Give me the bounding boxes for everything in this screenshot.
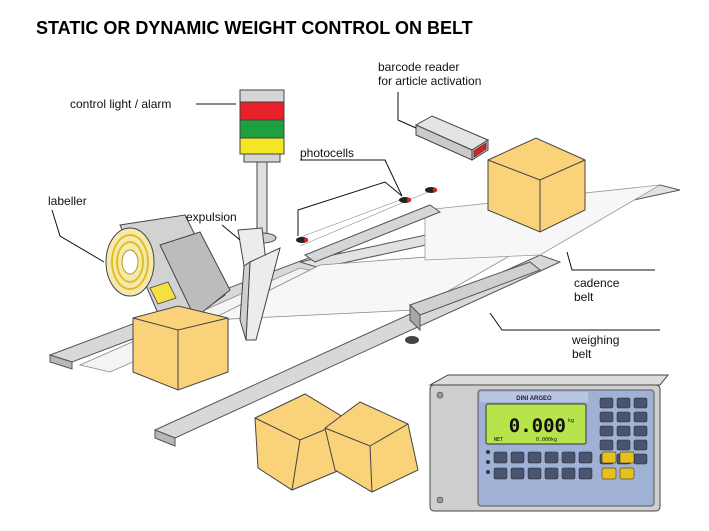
keypad-key[interactable] [578, 467, 593, 480]
lcd-net-label: NET [494, 437, 503, 443]
keypad-key[interactable] [616, 397, 631, 409]
label-cadence-line1: cadence [574, 276, 620, 290]
keypad-key[interactable] [527, 451, 542, 464]
keypad-key[interactable] [527, 467, 542, 480]
status-led [486, 450, 490, 454]
lamp-red [239, 101, 285, 121]
keypad-key[interactable] [616, 411, 631, 423]
keypad-key[interactable] [633, 425, 648, 437]
indicator-keypad [486, 397, 648, 480]
keypad-key[interactable] [561, 467, 576, 480]
leader-lines [51, 92, 660, 331]
status-led [486, 460, 490, 464]
keypad-key[interactable] [599, 397, 614, 409]
keypad-key[interactable] [633, 411, 648, 423]
keypad-key[interactable] [633, 439, 648, 451]
weight-indicator: DINI ARGEO 0.000 kg NET 0.000kg [428, 374, 670, 512]
label-weighing-line2: belt [572, 347, 592, 361]
keypad-key[interactable] [599, 425, 614, 437]
label-expulsion: expulsion [186, 210, 237, 224]
box-on-cadence-belt [487, 137, 586, 233]
box-under-labeller [132, 305, 229, 391]
lcd-sub-value: 0.000kg [536, 437, 557, 443]
keypad-key[interactable] [616, 439, 631, 451]
expulsion-device [237, 227, 281, 341]
label-barcode-line1: barcode reader [378, 60, 459, 74]
keypad-key[interactable] [578, 451, 593, 464]
keypad-key[interactable] [544, 451, 559, 464]
lcd-unit: kg [568, 418, 574, 424]
lamp-green [239, 119, 285, 139]
keypad-key[interactable] [633, 453, 648, 465]
keypad-key[interactable] [493, 467, 508, 480]
keypad-key[interactable] [510, 467, 525, 480]
barcode-reader [414, 115, 490, 161]
lcd-display [485, 403, 587, 445]
keypad-key[interactable] [561, 451, 576, 464]
rejected-box-2 [324, 401, 419, 493]
keypad-key[interactable] [510, 451, 525, 464]
lcd-value: 0.000 [509, 415, 566, 437]
keypad-key[interactable] [616, 425, 631, 437]
photocells [296, 187, 438, 247]
diagram-title: STATIC OR DYNAMIC WEIGHT CONTROL ON BELT [36, 18, 473, 38]
reader-window [473, 142, 487, 158]
signal-tower [239, 89, 285, 244]
keypad-key[interactable] [619, 467, 635, 480]
brand-label: DINI ARGEO [516, 396, 552, 402]
label-photocells: photocells [300, 146, 354, 160]
lamp-yellow [239, 137, 285, 155]
keypad-key[interactable] [599, 439, 614, 451]
keypad-key[interactable] [633, 397, 648, 409]
keypad-key[interactable] [493, 451, 508, 464]
label-labeller: labeller [48, 194, 87, 208]
keypad-key[interactable] [601, 467, 617, 480]
label-weighing-line1: weighing [571, 333, 619, 347]
status-led [486, 470, 490, 474]
label-control-light: control light / alarm [70, 97, 171, 111]
keypad-key[interactable] [544, 467, 559, 480]
labeller [105, 214, 231, 321]
keypad-key[interactable] [601, 451, 617, 464]
label-barcode-line2: for article activation [378, 74, 481, 88]
keypad-key[interactable] [599, 411, 614, 423]
keypad-key[interactable] [619, 451, 635, 464]
label-cadence-line2: belt [574, 290, 594, 304]
